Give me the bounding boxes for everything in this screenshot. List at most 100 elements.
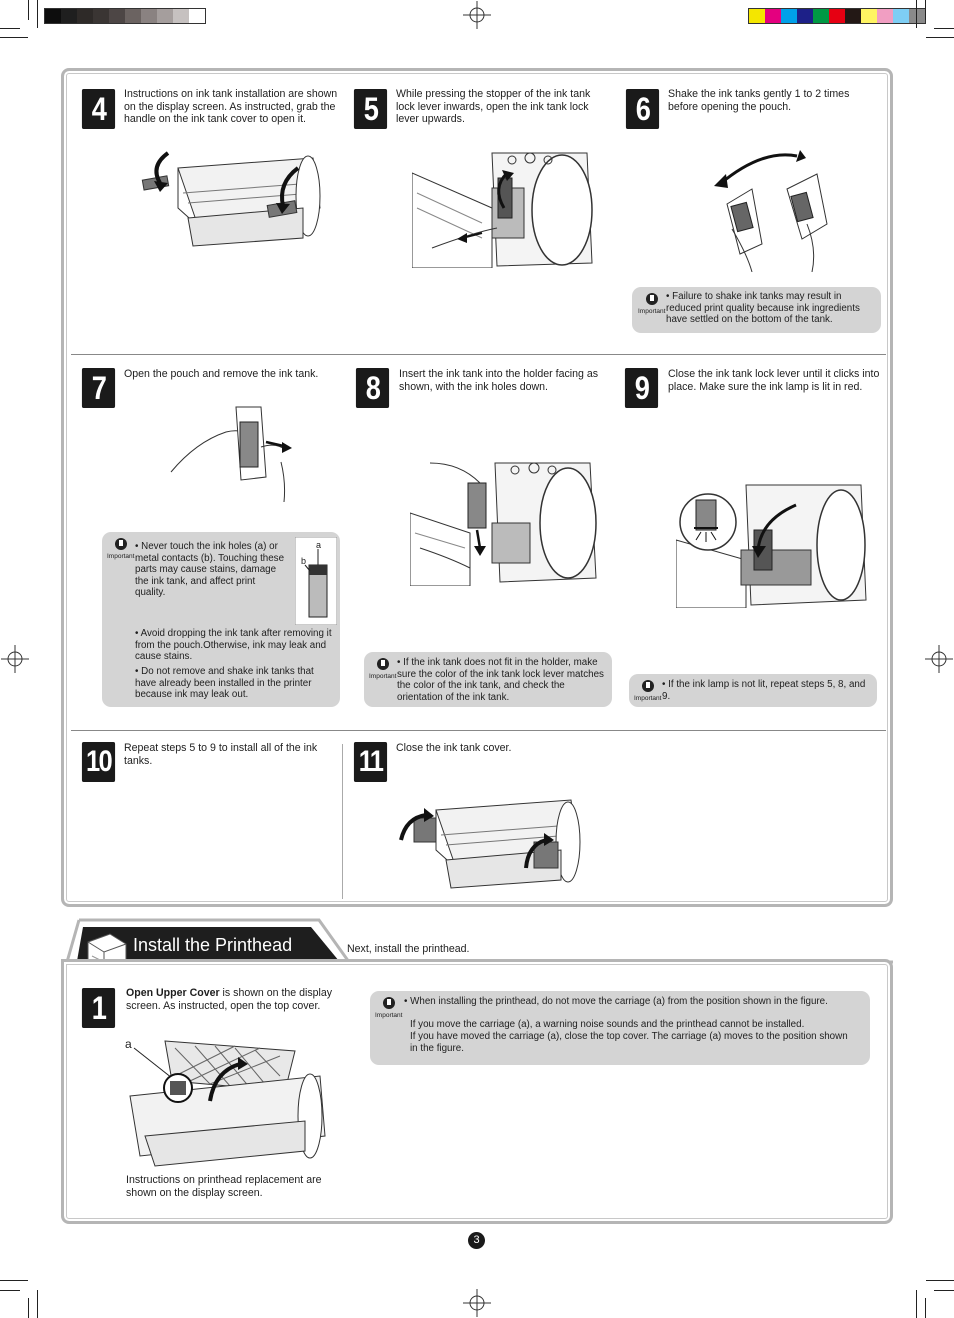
printhead-step-1-text: Open Upper Cover is shown on the display… <box>126 987 346 1012</box>
process-swatch <box>845 9 861 23</box>
crop-mark <box>934 1290 954 1291</box>
svg-text:a: a <box>316 540 321 550</box>
gray-swatch <box>61 9 77 23</box>
important-text-step-7c: • Do not remove and shake ink tanks that… <box>135 666 314 700</box>
gray-color-bar <box>44 8 206 24</box>
gray-swatch <box>45 9 61 23</box>
gray-swatch <box>77 9 93 23</box>
svg-text:Important: Important <box>375 1012 403 1019</box>
printer-open-cover-illustration <box>138 148 328 248</box>
process-swatch <box>877 9 893 23</box>
registration-mark-icon <box>1 645 29 673</box>
insert-ink-tank-illustration <box>409 458 600 587</box>
important-text-printhead-2: If you move the carriage (a), a warning … <box>410 1019 805 1030</box>
page-number: 3 <box>468 1232 485 1249</box>
process-swatch <box>797 9 813 23</box>
important-text-printhead-3: If you have moved the carriage (a), clos… <box>410 1031 848 1054</box>
crop-mark <box>926 37 954 38</box>
important-text-printhead: • When installing the printhead, do not … <box>404 996 828 1007</box>
row-divider <box>71 730 886 731</box>
step-7-number: 7 <box>81 368 116 408</box>
process-swatch <box>861 9 877 23</box>
remove-ink-tank-illustration <box>166 402 298 503</box>
svg-text:Important: Important <box>107 553 135 560</box>
printer-close-cover-illustration <box>396 790 586 890</box>
process-swatch <box>893 9 909 23</box>
step-8-text: Insert the ink tank into the holder faci… <box>399 368 599 393</box>
crop-mark <box>925 0 926 20</box>
step-11-number: 11 <box>353 742 388 782</box>
printhead-step-1-rest: is shown on the display screen. As instr… <box>126 987 333 1012</box>
registration-mark-icon <box>925 645 953 673</box>
crop-mark <box>37 0 38 28</box>
important-text-step-8: • If the ink tank does not fit in the ho… <box>397 657 604 703</box>
gray-swatch <box>93 9 109 23</box>
crop-mark <box>28 0 29 20</box>
step-5-number: 5 <box>353 89 388 129</box>
step-6-number: 6 <box>625 89 660 129</box>
important-note-step-6 <box>632 287 881 333</box>
crop-mark <box>0 28 20 29</box>
gray-swatch <box>157 9 173 23</box>
printhead-step-1-number: 1 <box>81 988 116 1028</box>
step-5-text: While pressing the stopper of the ink ta… <box>396 88 591 126</box>
crop-mark <box>916 0 917 28</box>
crop-mark <box>0 1280 28 1281</box>
process-swatch <box>781 9 797 23</box>
step-9-number: 9 <box>624 368 659 408</box>
process-swatch <box>813 9 829 23</box>
printhead-step-1-note: Instructions on printhead replacement ar… <box>126 1174 322 1199</box>
step-6-text: Shake the ink tanks gently 1 to 2 times … <box>668 88 850 113</box>
shake-ink-tanks-illustration <box>712 144 836 273</box>
important-text-step-6: • Failure to shake ink tanks may result … <box>666 291 860 325</box>
ink-tank-parts-illustration: a b <box>294 536 338 626</box>
row-divider <box>71 354 886 355</box>
important-icon: Important <box>375 997 403 1019</box>
svg-text:b: b <box>301 556 306 566</box>
registration-mark-icon <box>463 1 491 29</box>
step-10-number: 10 <box>81 742 116 782</box>
important-note-step-8 <box>364 652 612 707</box>
crop-mark <box>925 1298 926 1318</box>
gray-swatch <box>109 9 125 23</box>
section-intro: Next, install the printhead. <box>347 943 470 955</box>
step-9-text: Close the ink tank lock lever until it c… <box>668 368 880 393</box>
gray-swatch <box>173 9 189 23</box>
step-4-text: Instructions on ink tank installation ar… <box>124 88 338 126</box>
crop-mark <box>0 1290 20 1291</box>
important-icon: Important <box>369 658 397 680</box>
crop-mark <box>28 1298 29 1318</box>
column-divider <box>342 744 343 899</box>
important-icon: Important <box>638 293 666 315</box>
important-text-step-9: • If the ink lamp is not lit, repeat ste… <box>662 679 866 702</box>
section-title: Install the Printhead <box>133 935 293 955</box>
important-note-step-9 <box>629 674 877 707</box>
important-note-printhead <box>370 991 870 1065</box>
svg-text:Important: Important <box>369 673 397 680</box>
close-lock-lever-illustration <box>675 480 868 609</box>
svg-text:a: a <box>125 1037 132 1051</box>
crop-mark <box>37 1290 38 1318</box>
crop-mark <box>916 1290 917 1318</box>
process-color-bar <box>748 8 926 24</box>
lock-lever-illustration <box>411 148 598 269</box>
crop-mark <box>934 28 954 29</box>
step-4-number: 4 <box>81 89 116 129</box>
printer-upper-cover-open-illustration: a <box>120 1036 330 1172</box>
gray-swatch <box>125 9 141 23</box>
step-7-text: Open the pouch and remove the ink tank. <box>124 368 319 380</box>
svg-text:Important: Important <box>634 695 662 702</box>
svg-text:Important: Important <box>638 308 666 315</box>
process-swatch <box>765 9 781 23</box>
gray-swatch <box>141 9 157 23</box>
process-swatch <box>909 9 925 23</box>
registration-mark-icon <box>463 1289 491 1317</box>
process-swatch <box>749 9 765 23</box>
step-8-number: 8 <box>355 368 390 408</box>
open-upper-cover-label: Open Upper Cover <box>126 987 220 999</box>
gray-swatch <box>189 9 205 23</box>
step-10-text: Repeat steps 5 to 9 to install all of th… <box>124 742 318 767</box>
important-text-step-7b: • Avoid dropping the ink tank after remo… <box>135 628 332 662</box>
crop-mark <box>926 1280 954 1281</box>
important-text-step-7a: • Never touch the ink holes (a) or metal… <box>135 541 285 598</box>
